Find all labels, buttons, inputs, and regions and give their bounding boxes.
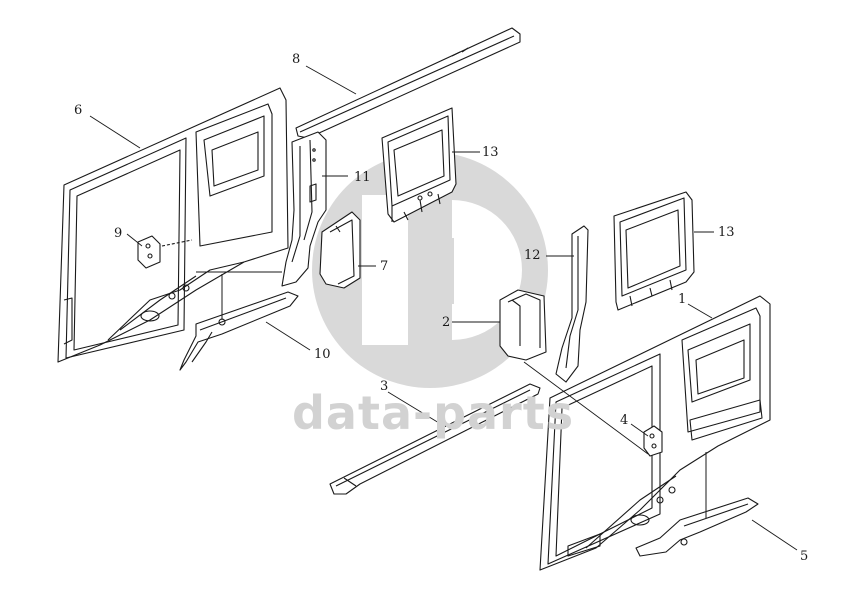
- part-5-sill-right: [635, 452, 759, 557]
- callout-13-upper: 13: [482, 145, 499, 160]
- callout-13-right: 13: [718, 225, 735, 240]
- part-10-sill-left: [179, 274, 299, 371]
- callout-8: 8: [292, 52, 301, 67]
- part-8-roof-rail: [295, 27, 521, 139]
- callout-7: 7: [380, 259, 389, 274]
- assembly-guide-lines: [196, 271, 649, 455]
- part-7-filler-block: [319, 211, 361, 289]
- part-13-window-frame-upper: [381, 107, 457, 223]
- part-6-left-side-panel: [57, 87, 289, 363]
- callout-11: 11: [354, 170, 371, 185]
- part-9-bracket: [137, 235, 193, 269]
- leader-lines: [89, 65, 798, 551]
- callout-1: 1: [678, 292, 687, 307]
- callout-4: 4: [620, 413, 629, 428]
- callout-12: 12: [524, 248, 541, 263]
- part-4-bracket: [643, 425, 663, 457]
- callout-9: 9: [114, 226, 123, 241]
- part-13-window-frame-right: [613, 191, 695, 311]
- part-11-pillar: [281, 131, 327, 287]
- part-3-center-sill: [329, 383, 541, 495]
- callout-10: 10: [314, 347, 331, 362]
- callout-2: 2: [442, 315, 451, 330]
- callout-5: 5: [800, 549, 809, 564]
- part-12-pillar: [555, 225, 589, 383]
- watermark-text: data-parts: [292, 386, 575, 440]
- callout-3: 3: [380, 379, 389, 394]
- callout-6: 6: [74, 103, 83, 118]
- part-2-filler-block: [499, 289, 547, 361]
